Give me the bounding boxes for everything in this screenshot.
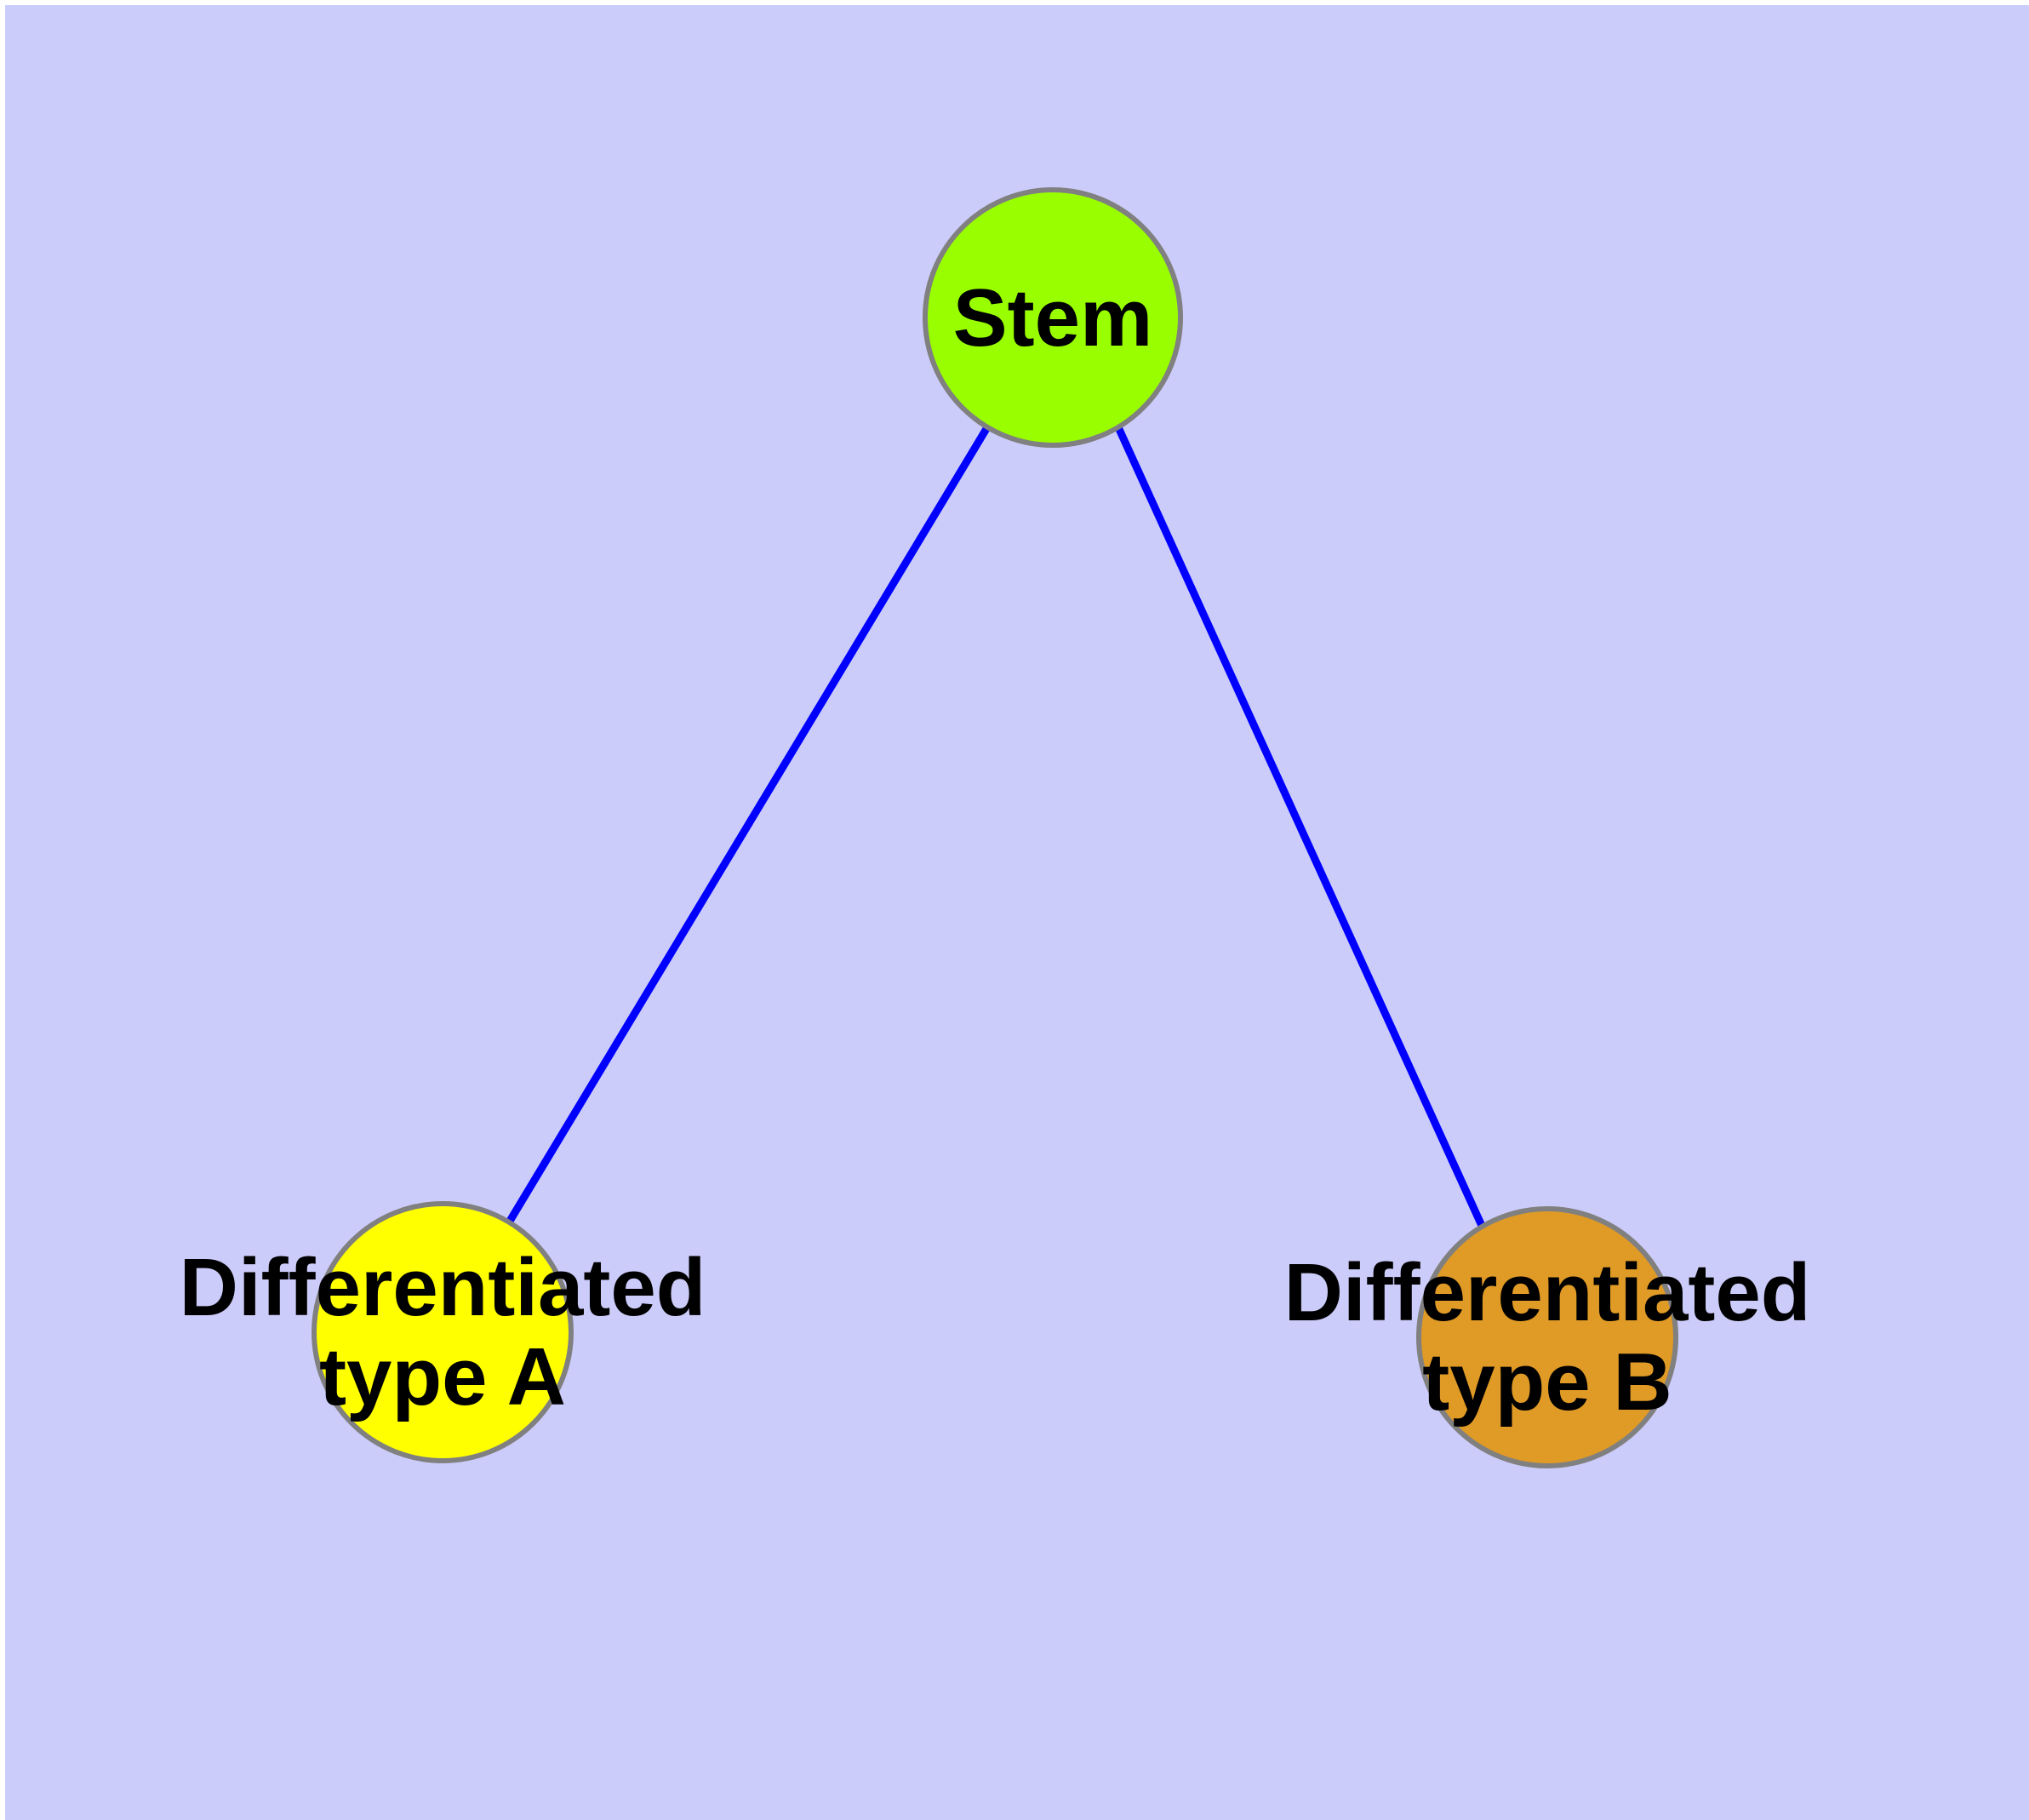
labels-group: Stem Differentiated type A Differentiate… [180, 272, 1811, 1428]
edges-group [506, 425, 1487, 1229]
node-stem-circle[interactable] [923, 187, 1183, 448]
node-stem[interactable] [923, 187, 1183, 448]
edge-stem-to-differentiated-type-a[interactable] [506, 425, 991, 1225]
node-differentiated-type-a-circle[interactable] [311, 1201, 574, 1463]
node-differentiated-type-b-circle[interactable] [1416, 1206, 1678, 1468]
node-differentiated-type-b-label-line2: type B [1422, 1336, 1672, 1428]
node-differentiated-type-b-label-line1: Differentiated [1284, 1247, 1811, 1338]
node-differentiated-type-b[interactable] [1416, 1206, 1678, 1468]
node-differentiated-type-a-label-line1: Differentiated [180, 1242, 706, 1333]
node-differentiated-type-a[interactable] [311, 1201, 574, 1463]
node-stem-label: Stem [953, 272, 1153, 363]
edge-stem-to-differentiated-type-b[interactable] [1114, 426, 1487, 1229]
nodes-group [311, 187, 1678, 1468]
node-differentiated-type-a-label-line2: type A [319, 1331, 566, 1422]
